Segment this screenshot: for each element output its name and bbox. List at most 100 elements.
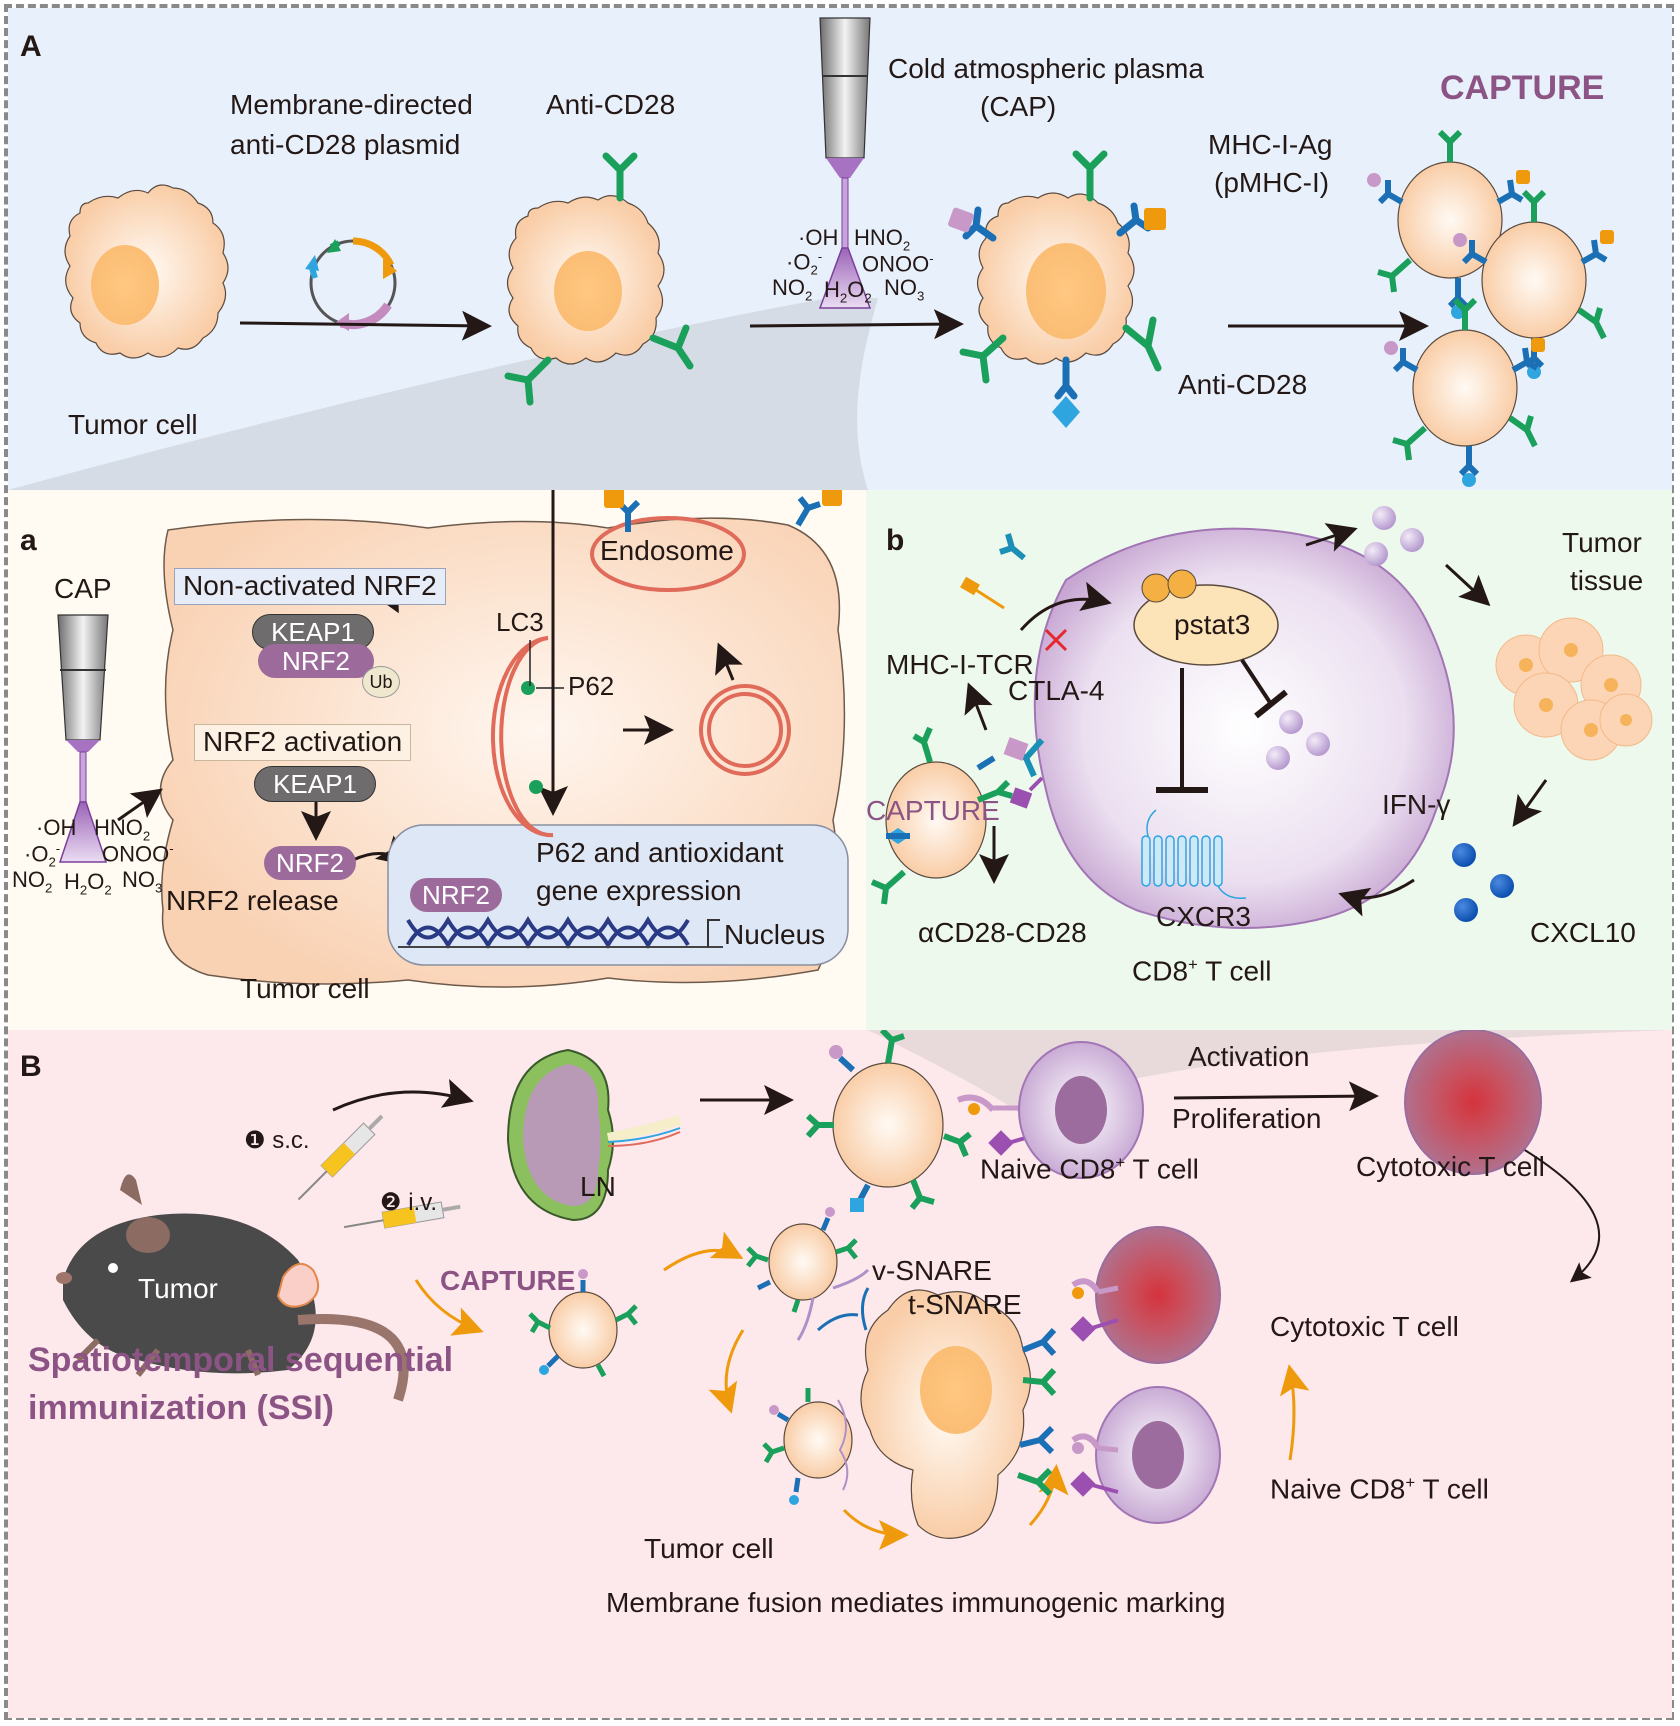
v-snare-label: v-SNARE (872, 1255, 992, 1286)
cd8-t-cell-body (1033, 527, 1455, 929)
p62-marker-icon (521, 681, 535, 695)
p62-label: P62 (568, 671, 615, 701)
tumor-cell-3 (948, 150, 1166, 428)
figure-frame (4, 4, 1674, 1720)
lc3-label: LC3 (496, 607, 544, 637)
ssi-title-line1: Spatiotemporal sequential (28, 1341, 454, 1379)
syringe-iv-icon (343, 1201, 461, 1229)
capture-vesicle-b (885, 761, 987, 879)
panel-a: a CAP Non-activated NRF2 KEAP1 NRF2 Ub N… (8, 490, 866, 1030)
panel-label-b: b (886, 524, 905, 557)
proliferation-label: Proliferation (1172, 1103, 1322, 1134)
capture-label-B: CAPTURE (440, 1265, 576, 1296)
arrow-to-endosome (715, 642, 743, 681)
endosome-label: Endosome (600, 535, 734, 566)
cd8-sup: + (1188, 955, 1198, 974)
cytotoxic-t-cell-bottom (1070, 1226, 1221, 1364)
naive-t-cell-bottom (1070, 1386, 1221, 1524)
phagophore-icon (491, 636, 554, 838)
sc-label: ❶ s.c. (244, 1127, 310, 1154)
tumor-cell-label-B: Tumor cell (644, 1533, 774, 1564)
ctla4-ligand-icon (960, 576, 980, 596)
arrow-orange-4 (1028, 1464, 1069, 1527)
panel-B: B LN ❶ s.c. ❷ i.v. Tumor CAPTURE Spatiot… (8, 1030, 1672, 1718)
tumor-cell-2 (504, 152, 694, 406)
antibody-green-icon (912, 726, 933, 763)
tumor-cell-label: Tumor cell (68, 409, 198, 440)
cytotoxic-t-cell-top (1404, 1030, 1542, 1175)
panel-label-B: B (20, 1050, 42, 1083)
ifn-sphere-top (1372, 506, 1396, 530)
membrane-fusion-label: Membrane fusion mediates immunogenic mar… (606, 1587, 1226, 1618)
tumor-tissue-label-1: Tumor (1562, 527, 1642, 558)
cxcr3-receptor-icon (1141, 809, 1247, 899)
species-o2-a: ·O2- (24, 841, 61, 870)
plasmid-icon (305, 237, 397, 331)
species-hno2-a: HNO2 (94, 815, 151, 844)
ifn-sphere (1279, 710, 1303, 734)
capture-vesicles (1367, 129, 1614, 487)
tumor-tissue-label-2: tissue (1570, 565, 1644, 596)
ub-badge: Ub (362, 666, 400, 698)
capture-vesicle-fusion-1 (746, 1207, 870, 1341)
antibody-green-icon (976, 779, 1013, 803)
autolysosome-icon (699, 684, 791, 776)
capture-vesicle-fusion-2 (762, 1388, 853, 1505)
naive-top-suffix: T cell (1125, 1153, 1199, 1185)
naive-bottom-text: Naive CD8 (1270, 1473, 1406, 1505)
naive-bottom-sup: + (1405, 1473, 1416, 1492)
activation-label: Activation (1188, 1041, 1310, 1072)
cd8-suffix: T cell (1197, 955, 1272, 987)
cd8-text: CD8 (1132, 955, 1189, 987)
arrow-to-tumor-tissue (1444, 563, 1491, 607)
cxcr3-label: CXCR3 (1156, 901, 1251, 932)
arrow-2 (749, 309, 964, 340)
cd28-stem (1028, 776, 1044, 792)
surface-mhc-icons (613, 496, 821, 532)
ctla4-receptor-icon (999, 533, 1026, 561)
antigen-orange-icon-2 (822, 490, 842, 506)
non-activated-nrf2-box: Non-activated NRF2 (174, 568, 446, 605)
arrow-ifn-out (1305, 523, 1358, 552)
species-o2-a-text: ·O (24, 841, 49, 867)
species-h2o2-a: H2O2 (64, 869, 112, 898)
arrow-cap-to-keap1 (117, 788, 163, 822)
cxcl10-sphere (1452, 843, 1476, 867)
panel-label-A: A (20, 30, 42, 63)
arrow-orange-2 (708, 1329, 745, 1414)
species-no2-a-text: NO (12, 867, 45, 892)
plasmid-label-line2: anti-CD28 plasmid (230, 129, 461, 160)
keap1-mid-pill: KEAP1 (254, 766, 376, 802)
mhc-label-line2: (pMHC-I) (1214, 167, 1330, 198)
arrow-to-pstat3 (1019, 581, 1112, 631)
arrow-activation (1173, 1081, 1379, 1112)
cap-device-small-icon (57, 614, 109, 863)
panel-b-graphics (870, 506, 1653, 929)
species-no2: NO2 (772, 275, 813, 304)
iv-number-icon: ❷ (380, 1189, 402, 1216)
arrow-orange-5 (1279, 1364, 1310, 1461)
pstat3-shape (1133, 584, 1279, 666)
cap-device-icon (818, 17, 872, 309)
species-onoo-text: ONOO (862, 251, 930, 277)
antibody-green-icon (870, 869, 906, 905)
ln-label: LN (580, 1171, 616, 1202)
cytotoxic-label-top: Cytotoxic T cell (1356, 1151, 1545, 1182)
nrf2-top-pill: NRF2 (258, 644, 374, 678)
naive-top-sup: + (1115, 1153, 1126, 1172)
naive-cd8-label-top: Naive CD8+ T cell (980, 1153, 1199, 1185)
tumor-spot-icon (276, 1262, 320, 1308)
species-hno2: HNO2 (854, 225, 911, 254)
mouse-icon (56, 1174, 409, 1402)
inhibit-ifn-bar (1254, 689, 1288, 719)
tumor-cell-fusion (816, 1287, 1057, 1539)
endosome-shape (590, 516, 746, 592)
species-h2o2-a-h: H (64, 869, 80, 894)
ctla4-label: CTLA-4 (1008, 675, 1105, 706)
ifn-sphere-top (1364, 542, 1388, 566)
species-oh: ·OH (798, 225, 839, 250)
arrow-to-mhc-tcr (964, 682, 993, 731)
mhc-label-line1: MHC-I-Ag (1208, 129, 1333, 160)
species-h2o2-h: H (824, 277, 840, 302)
species-no2-a: NO2 (12, 867, 53, 896)
